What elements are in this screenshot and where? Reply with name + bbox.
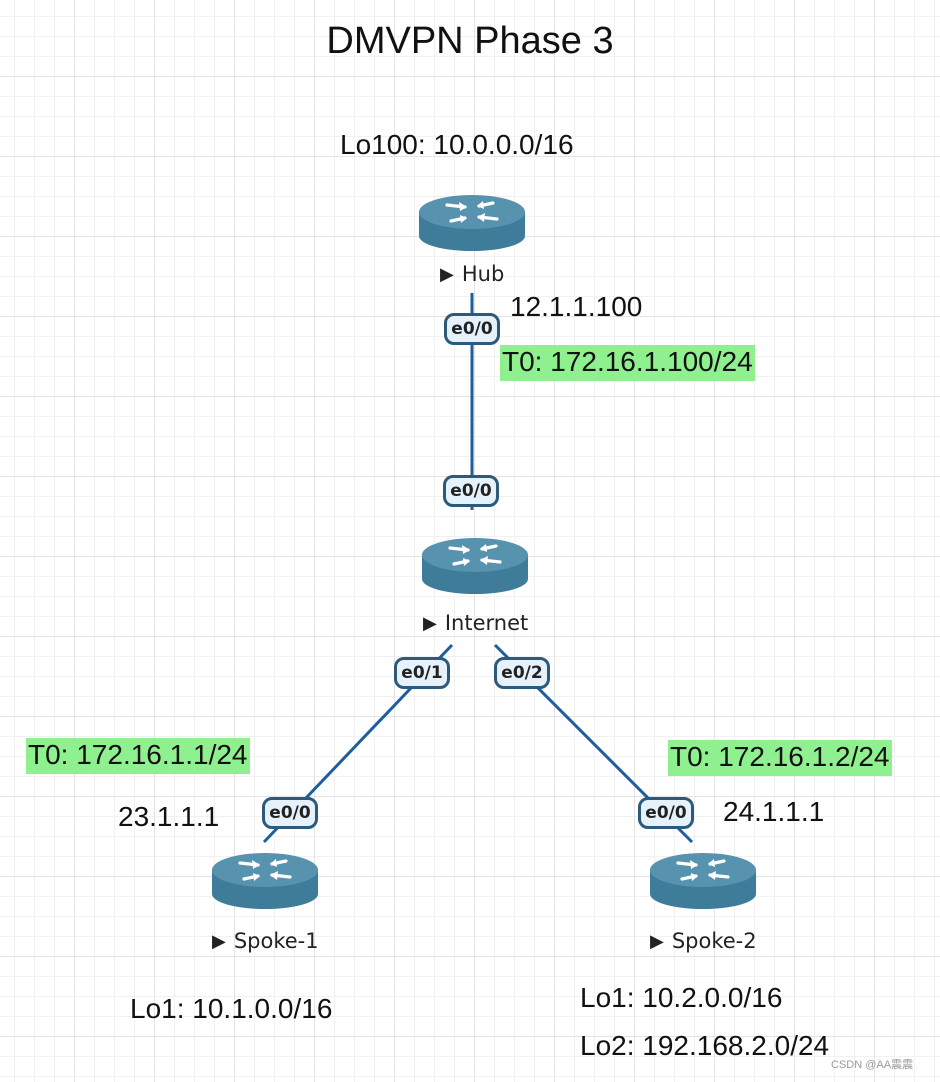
internet-port-e0-0[interactable]: e0/0 [443,475,499,507]
internet-port-e0-1[interactable]: e0/1 [394,657,450,689]
spoke2-loopback-2-label: Lo2: 192.168.2.0/24 [580,1030,830,1061]
watermark: CSDN @AA震震 [831,1059,914,1071]
expand-triangle-icon[interactable]: ▶ [423,612,437,634]
hub-port-e0-0[interactable]: e0/0 [444,313,500,345]
spoke2-loopback-1-label: Lo1: 10.2.0.0/16 [580,982,783,1013]
hub-name: Hub [461,262,505,286]
spoke2-tunnel-label: T0: 172.16.1.2/24 [668,740,892,776]
spoke1-loopback-label: Lo1: 10.1.0.0/16 [130,993,333,1024]
hub-router-icon[interactable] [417,192,527,252]
hub-phys-ip-label: 12.1.1.100 [510,291,643,322]
spoke1-tunnel-label: T0: 172.16.1.1/24 [26,738,250,774]
spoke2-name: Spoke-2 [671,929,757,953]
internet-name: Internet [444,611,529,635]
hub-tunnel-label: T0: 172.16.1.100/24 [500,345,755,381]
hub-name-label: ▶ Hub [440,262,504,286]
spoke2-name-label: ▶ Spoke-2 [650,929,757,953]
hub-loopback-label: Lo100: 10.0.0.0/16 [340,129,574,160]
diagram-title: DMVPN Phase 3 [326,20,614,62]
spoke2-port-e0-0[interactable]: e0/0 [638,797,694,829]
expand-triangle-icon[interactable]: ▶ [440,263,454,285]
internet-port-e0-2[interactable]: e0/2 [494,657,550,689]
spoke1-router-icon[interactable] [210,850,320,910]
spoke1-phys-ip-label: 23.1.1.1 [118,801,220,832]
spoke1-name-label: ▶ Spoke-1 [212,929,319,953]
spoke1-port-e0-0[interactable]: e0/0 [262,797,318,829]
spoke2-router-icon[interactable] [648,850,758,910]
internet-router-icon[interactable] [420,535,530,595]
expand-triangle-icon[interactable]: ▶ [650,930,664,952]
internet-name-label: ▶ Internet [423,611,528,635]
spoke2-phys-ip-label: 24.1.1.1 [723,796,825,827]
expand-triangle-icon[interactable]: ▶ [212,930,226,952]
spoke1-name: Spoke-1 [233,929,319,953]
